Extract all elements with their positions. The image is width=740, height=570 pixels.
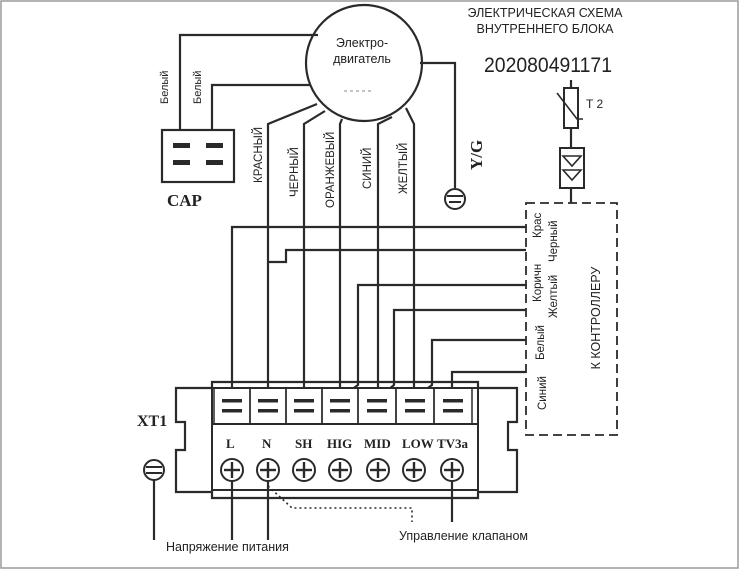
motor-wire-yellow: [405, 107, 416, 398]
cap-contact-3: [206, 143, 223, 148]
power-supply-label: Напряжение питания: [166, 540, 289, 554]
controller-wire-red-label: Крас: [532, 213, 544, 238]
motor-wire-black-label: ЧЕРНЫЙ: [288, 147, 301, 197]
controller-wire-black-label: Черный: [548, 221, 560, 263]
controller-box: [525, 202, 618, 436]
ground-wire: [420, 61, 457, 188]
sensor-body: [563, 87, 579, 129]
terminal-SH-label: SH: [295, 436, 312, 451]
terminal-HIG: HIG: [321, 387, 359, 482]
terminal-SH: SH: [285, 387, 323, 482]
cap-wire-1-label: Белый: [159, 71, 171, 104]
motor-wire-red: [266, 102, 318, 398]
terminal-HIG-label: HIG: [327, 436, 352, 451]
valve-control-label: Управление клапаном: [399, 529, 528, 543]
controller-wire-yellow-label: Желтый: [548, 275, 560, 318]
cap-wire-1: [178, 33, 318, 138]
ground-symbol-circle: [444, 188, 466, 210]
diagram-title-line1: ЭЛЕКТРИЧЕСКАЯ СХЕМА: [468, 6, 624, 20]
terminal-LOW: LOW: [395, 387, 435, 482]
cap-contact-4: [206, 160, 223, 165]
terminal-block-label: XT1: [137, 413, 167, 430]
terminal-LOW-label: LOW: [402, 436, 434, 451]
controller-wire-white-label: Белый: [535, 325, 547, 360]
motor-label-line2: двигатель: [333, 52, 391, 66]
cap-wire-2: [210, 83, 310, 138]
sensor-connector: [559, 147, 585, 189]
terminal-N: N: [249, 387, 287, 482]
ground-label: Y/G: [467, 140, 486, 170]
controller-wire-brown-label: Коричн: [532, 264, 544, 302]
cap-box: [160, 128, 236, 184]
motor-wire-orange: [338, 118, 344, 398]
motor-wire-blue: [376, 116, 393, 398]
sensor-arrow: [556, 92, 583, 120]
terminal-N-label: N: [262, 436, 272, 451]
controller-wire-black: [268, 248, 526, 264]
cap-contact-1: [173, 143, 190, 148]
terminal-block-outline: [174, 380, 519, 500]
valve-dotted-wire: [267, 485, 413, 522]
terminal-MID-label: MID: [364, 436, 391, 451]
motor-label-line1: Электро-: [336, 36, 388, 50]
motor-wire-yellow-label: ЖЕЛТЫЙ: [397, 143, 410, 194]
earth-screw: [143, 459, 165, 481]
controller-wire-red: [230, 225, 526, 398]
connector-triangle-1: [561, 155, 583, 168]
terminal-L-label: L: [226, 436, 235, 451]
controller-label: К КОНТРОЛЛЕРУ: [589, 267, 603, 370]
controller-wire-blue-label: Синий: [537, 376, 549, 410]
diagram-title-line2: ВНУТРЕННЕГО БЛОКА: [476, 22, 614, 36]
motor-wire-orange-label: ОРАНЖЕВЫЙ: [324, 132, 337, 208]
sensor-label: T 2: [586, 97, 603, 111]
cap-contact-2: [173, 160, 190, 165]
motor-wire-red-label: КРАСНЫЙ: [252, 127, 265, 183]
motor-wire-blue-label: СИНИЙ: [361, 148, 374, 189]
cap-wire-2-label: Белый: [192, 71, 204, 104]
cap-label: CAP: [167, 191, 202, 210]
terminal-block-top-row: [211, 387, 479, 425]
motor-wire-black: [302, 110, 326, 398]
diagram-code: 202080491171: [484, 54, 612, 77]
terminal-L: L: [213, 387, 251, 482]
connector-triangle-2: [561, 169, 583, 182]
terminal-TV3a-label: TV3a: [437, 436, 469, 451]
